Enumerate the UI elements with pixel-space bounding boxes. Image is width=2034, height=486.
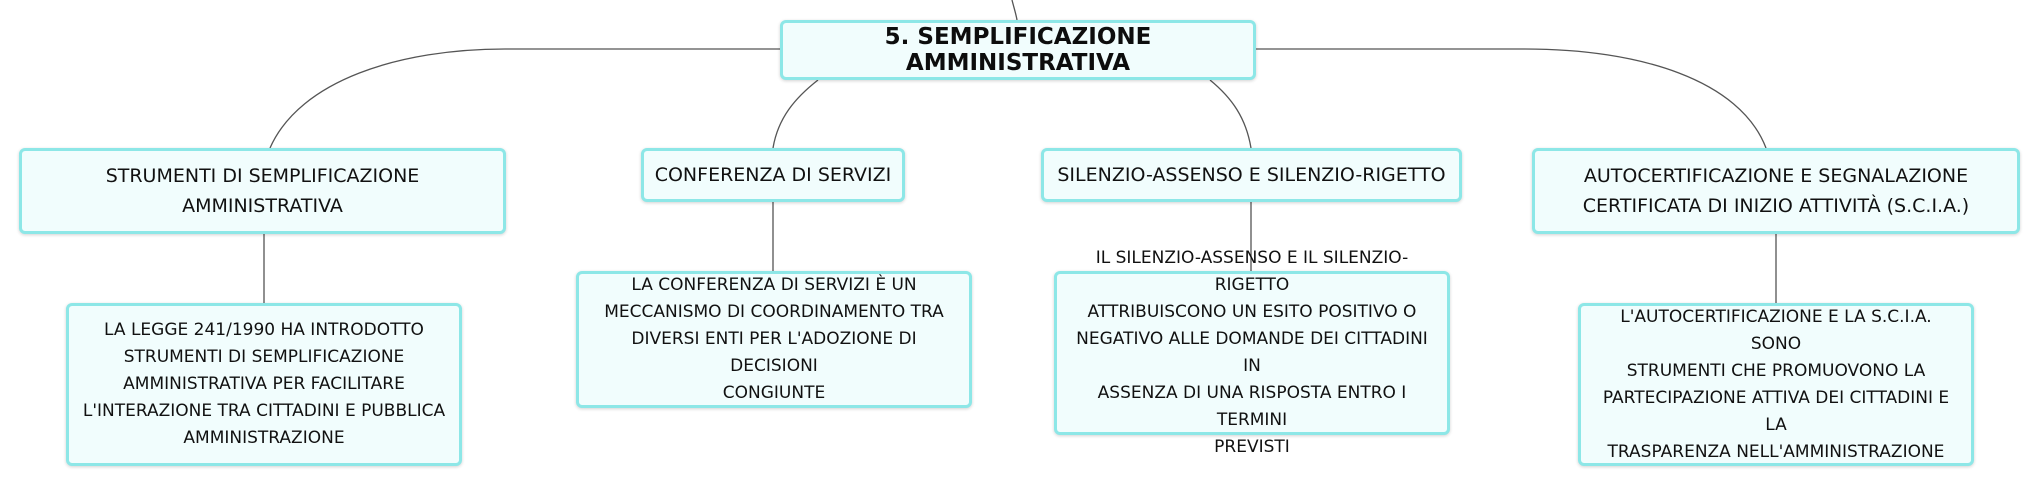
- detail-line: STRUMENTI CHE PROMUOVONO LA: [1626, 360, 1926, 381]
- detail-line: L'INTERAZIONE TRA CITTADINI E PUBBLICA: [82, 401, 446, 421]
- detail-node-silenzio[interactable]: IL SILENZIO-ASSENSO E IL SILENZIO-RIGETT…: [1054, 248, 1450, 457]
- detail-line: PARTECIPAZIONE ATTIVA DEI CITTADINI E LA: [1602, 387, 1950, 435]
- branch-node-silenzio[interactable]: SILENZIO-ASSENSO E SILENZIO-RIGETTO: [1041, 148, 1462, 202]
- branch-node-strumenti[interactable]: STRUMENTI DI SEMPLIFICAZIONE AMMINISTRAT…: [19, 148, 506, 234]
- detail-line: ASSENZA DI UNA RISPOSTA ENTRO I TERMINI: [1097, 383, 1407, 430]
- connector-root-branch-2: [772, 79, 819, 149]
- connector-root-branch-3: [1209, 79, 1252, 149]
- branch-node-autocertificazione[interactable]: AUTOCERTIFICAZIONE E SEGNALAZIONE CERTIF…: [1532, 148, 2020, 234]
- connector-root-branch-1: [269, 48, 780, 149]
- detail-node-conferenza[interactable]: LA CONFERENZA DI SERVIZI È UN MECCANISMO…: [576, 271, 972, 408]
- detail-text: LA LEGGE 241/1990 HA INTRODOTTO STRUMENT…: [83, 317, 445, 452]
- detail-text: LA CONFERENZA DI SERVIZI È UN MECCANISMO…: [591, 272, 957, 407]
- root-topic-title: 5. SEMPLIFICAZIONE AMMINISTRATIVA: [884, 24, 1152, 76]
- detail-line: MECCANISMO DI COORDINAMENTO TRA: [604, 302, 944, 322]
- detail-line: LA LEGGE 241/1990 HA INTRODOTTO: [104, 320, 424, 340]
- detail-line: AMMINISTRATIVA PER FACILITARE: [123, 374, 405, 394]
- branch-label: STRUMENTI DI SEMPLIFICAZIONE AMMINISTRAT…: [105, 165, 420, 217]
- connector-root-branch-4: [1256, 48, 1767, 149]
- detail-line: L'AUTOCERTIFICAZIONE E LA S.C.I.A. SONO: [1620, 306, 1932, 354]
- branch-label-line: AUTOCERTIFICAZIONE E SEGNALAZIONE: [1583, 165, 1969, 187]
- detail-line: AMMINISTRAZIONE: [183, 428, 345, 448]
- connector-parent-root: [1011, 0, 1018, 21]
- detail-line: IL SILENZIO-ASSENSO E IL SILENZIO-RIGETT…: [1095, 248, 1409, 295]
- detail-node-autocertificazione[interactable]: L'AUTOCERTIFICAZIONE E LA S.C.I.A. SONO …: [1578, 303, 1974, 466]
- branch-label: SILENZIO-ASSENSO E SILENZIO-RIGETTO: [1057, 164, 1446, 186]
- branch-node-conferenza[interactable]: CONFERENZA DI SERVIZI: [641, 148, 905, 202]
- detail-line: TRASPARENZA NELL'AMMINISTRAZIONE: [1607, 441, 1945, 462]
- detail-node-strumenti[interactable]: LA LEGGE 241/1990 HA INTRODOTTO STRUMENT…: [66, 303, 462, 466]
- branch-label: CONFERENZA DI SERVIZI: [654, 164, 892, 186]
- branch-label-line: CERTIFICATA DI INIZIO ATTIVITÀ (S.C.I.A.…: [1582, 195, 1970, 217]
- detail-line: DIVERSI ENTI PER L'ADOZIONE DI DECISIONI: [631, 329, 917, 376]
- detail-line: LA CONFERENZA DI SERVIZI È UN: [631, 275, 917, 295]
- detail-line: ATTRIBUISCONO UN ESITO POSITIVO O: [1087, 302, 1417, 322]
- detail-text: L'AUTOCERTIFICAZIONE E LA S.C.I.A. SONO …: [1593, 304, 1959, 466]
- detail-line: STRUMENTI DI SEMPLIFICAZIONE: [123, 347, 405, 367]
- detail-line: NEGATIVO ALLE DOMANDE DEI CITTADINI IN: [1076, 329, 1428, 376]
- detail-text: IL SILENZIO-ASSENSO E IL SILENZIO-RIGETT…: [1069, 245, 1435, 461]
- branch-label: AUTOCERTIFICAZIONE E SEGNALAZIONE CERTIF…: [1583, 161, 1969, 221]
- detail-line: PREVISTI: [1214, 437, 1290, 457]
- detail-line: CONGIUNTE: [722, 383, 826, 403]
- root-topic-node[interactable]: 5. SEMPLIFICAZIONE AMMINISTRATIVA: [780, 20, 1256, 80]
